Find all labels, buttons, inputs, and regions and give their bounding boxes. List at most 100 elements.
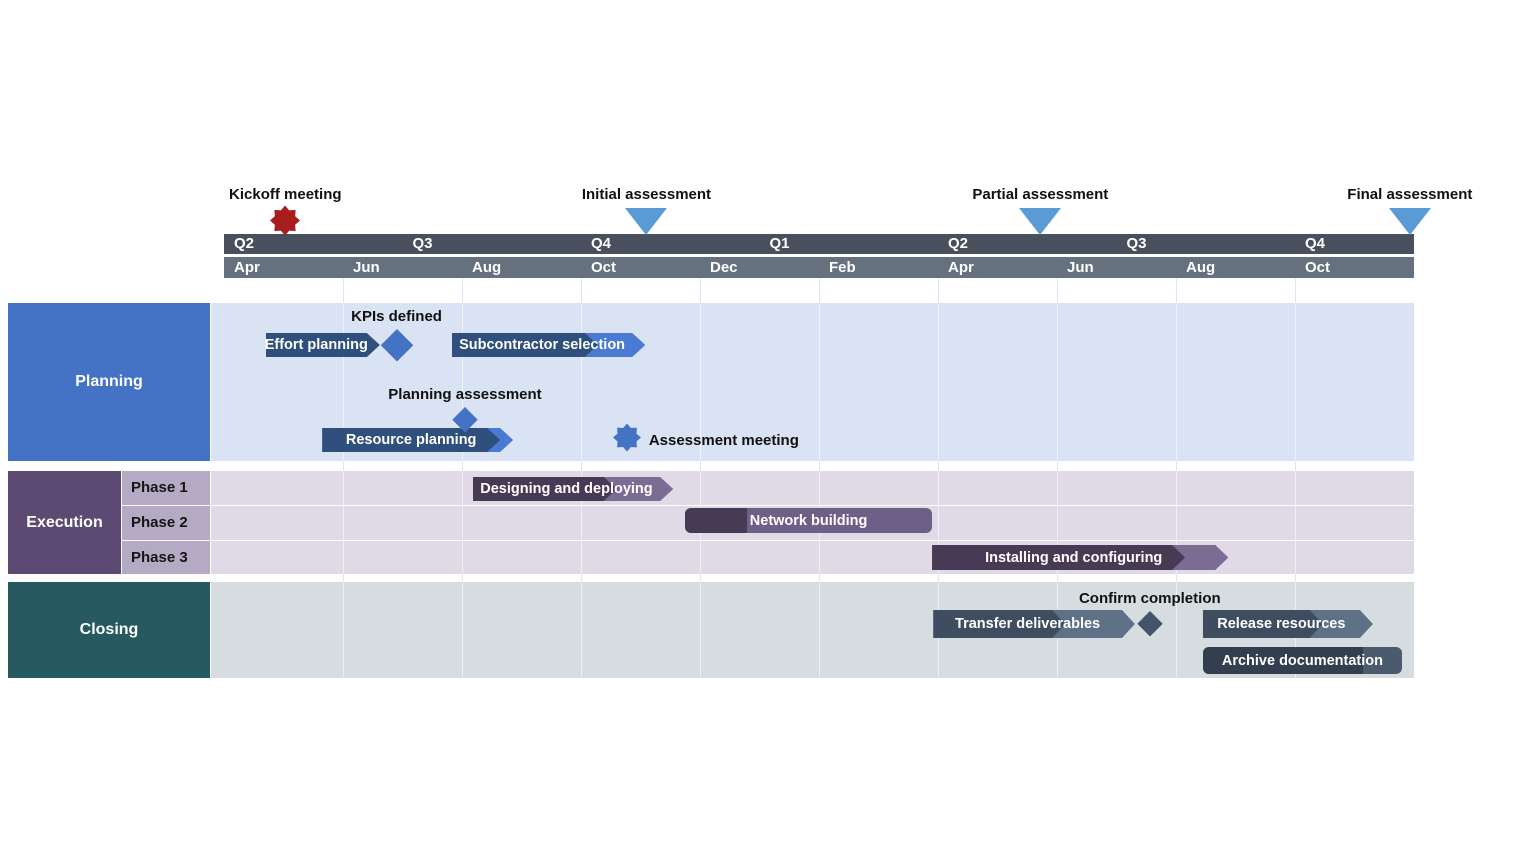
gridline: [1057, 278, 1058, 678]
task-bar-installing-and-configuring[interactable]: Installing and configuring: [932, 545, 1228, 570]
gridline-gap-segment: [581, 278, 582, 303]
quarter-label: Q1: [769, 235, 790, 252]
gridline-gap-segment: [700, 461, 701, 471]
task-bar-label: Designing and deploying: [480, 481, 653, 497]
quarter-label: Q3: [1126, 235, 1147, 252]
section-label-planning: Planning: [8, 303, 210, 461]
month-label: Aug: [1186, 259, 1216, 276]
month-label: Jun: [1067, 259, 1094, 276]
gridline-gap-segment: [700, 278, 701, 303]
milestone-label: Assessment meeting: [648, 432, 799, 449]
month-label: Aug: [472, 259, 502, 276]
execution-row-background: [211, 541, 1414, 574]
quarter-label: Q4: [591, 235, 612, 252]
gridline-gap-segment: [1295, 574, 1296, 582]
gridline-gap-segment: [1176, 461, 1177, 471]
gridline: [462, 278, 463, 678]
gridline-gap-segment: [581, 461, 582, 471]
assessment-triangle-milestone-icon[interactable]: [1019, 208, 1062, 235]
execution-phase-column-cell-bg: [122, 506, 210, 540]
assessment-triangle-milestone-icon[interactable]: [625, 208, 668, 235]
gridline-gap-segment: [343, 278, 344, 303]
gridline: [343, 278, 344, 678]
section-label-execution: Execution: [8, 471, 121, 574]
gridline-gap-segment: [938, 461, 939, 471]
task-bar-designing-and-deploying[interactable]: Designing and deploying: [473, 477, 674, 501]
task-bar-label: Network building: [749, 512, 868, 529]
task-bar-release-resources[interactable]: Release resources: [1203, 610, 1373, 638]
month-label: Jun: [353, 259, 380, 276]
task-bar-label: Effort planning: [264, 337, 368, 353]
gridline-gap-segment: [1176, 278, 1177, 303]
quarter-label: Q3: [412, 235, 433, 252]
task-bar-completed-portion: [1202, 647, 1363, 674]
gridline-gap-segment: [938, 278, 939, 303]
quarter-label: Q4: [1305, 235, 1326, 252]
task-bar-label: Transfer deliverables: [955, 616, 1101, 632]
gridline-gap-segment: [1057, 574, 1058, 582]
gridline: [700, 278, 701, 678]
gridline-gap-segment: [819, 461, 820, 471]
gridline-gap-segment: [462, 278, 463, 303]
section-label-closing: Closing: [8, 582, 210, 678]
gridline-gap-segment: [1057, 278, 1058, 303]
gridline-gap-segment: [1057, 461, 1058, 471]
task-bar-completed-portion: [932, 545, 1185, 570]
task-bar-label: Release resources: [1217, 616, 1346, 632]
gridline-gap-segment: [462, 574, 463, 582]
quarter-header-bar: [224, 234, 1414, 254]
task-bar-completed-portion: [933, 610, 1065, 638]
execution-row-background: [211, 471, 1414, 505]
gridline-gap-segment: [700, 574, 701, 582]
milestone-label: Planning assessment: [388, 386, 542, 403]
top-milestone-label: Initial assessment: [581, 186, 712, 203]
task-bar-completed-portion: [452, 333, 598, 357]
assessment-triangle-milestone-icon[interactable]: [1388, 208, 1431, 235]
gridline-gap-segment: [1176, 574, 1177, 582]
gridline-gap-segment: [581, 574, 582, 582]
month-header-bar: [224, 257, 1414, 278]
phase-row-label: Phase 1: [131, 479, 188, 497]
task-bar-completed-portion: [322, 428, 500, 452]
task-bar-label: Resource planning: [345, 432, 477, 448]
task-bar-label: Subcontractor selection: [459, 337, 626, 353]
task-bar-completed-portion: [473, 477, 617, 501]
gridline-gap-segment: [343, 574, 344, 582]
top-milestone-label: Kickoff meeting: [229, 186, 342, 203]
month-label: Apr: [948, 259, 974, 276]
month-label: Dec: [710, 259, 738, 276]
task-bar-archive-documentation[interactable]: Archive documentation: [1202, 647, 1403, 674]
gridline: [819, 278, 820, 678]
milestone-star-assessment-meeting[interactable]: [612, 423, 641, 457]
task-bar-completed-portion: [685, 508, 748, 533]
top-milestone-label: Partial assessment: [972, 186, 1109, 203]
execution-phase-column-cell-bg: [122, 471, 210, 505]
execution-phase-column-cell-bg: [122, 541, 210, 574]
task-bar-label: Installing and configuring: [985, 549, 1163, 566]
quarter-label: Q2: [948, 235, 969, 252]
task-bar-effort-planning[interactable]: Effort planning: [266, 333, 380, 357]
gridline-gap-segment: [462, 461, 463, 471]
month-label: Oct: [1305, 259, 1331, 276]
milestone-label: Confirm completion: [1078, 590, 1221, 607]
top-milestone-label: Final assessment: [1347, 186, 1473, 203]
task-bar-subcontractor-selection[interactable]: Subcontractor selection: [452, 333, 645, 357]
gridline: [1295, 278, 1296, 678]
task-bar-completed-portion: [1203, 610, 1323, 638]
gridline-gap-segment: [1295, 461, 1296, 471]
phase-row-label: Phase 2: [131, 514, 188, 532]
month-label: Feb: [829, 259, 856, 276]
quarter-label: Q2: [234, 235, 255, 252]
milestone-label: KPIs defined: [351, 308, 442, 325]
task-bar-label: Archive documentation: [1221, 652, 1383, 669]
kickoff-star-milestone-icon[interactable]: [270, 205, 301, 241]
task-bar-transfer-deliverables[interactable]: Transfer deliverables: [933, 610, 1135, 638]
gridline-gap-segment: [1295, 278, 1296, 303]
gridline: [1176, 278, 1177, 678]
month-label: Apr: [234, 259, 260, 276]
gridline-gap-segment: [938, 574, 939, 582]
task-bar-resource-planning[interactable]: Resource planning: [322, 428, 513, 452]
task-bar-network-building[interactable]: Network building: [685, 508, 933, 533]
gridline-gap-segment: [343, 461, 344, 471]
